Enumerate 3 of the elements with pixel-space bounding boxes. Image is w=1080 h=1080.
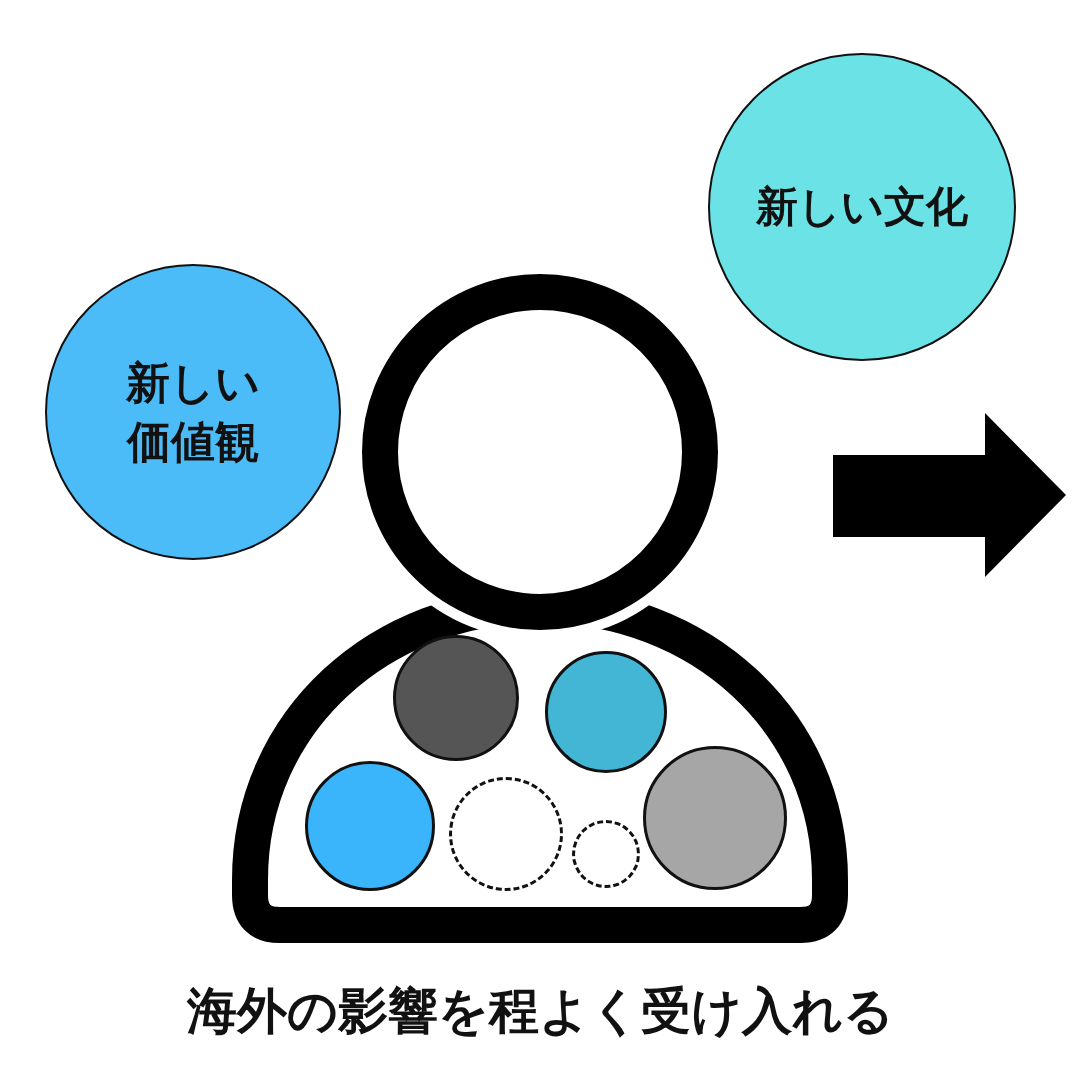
circle-label: 新しい価値観 [125, 355, 261, 469]
caption: 海外の影響を程よく受け入れる [185, 981, 895, 1042]
circle-label: 新しい文化 [755, 180, 969, 233]
